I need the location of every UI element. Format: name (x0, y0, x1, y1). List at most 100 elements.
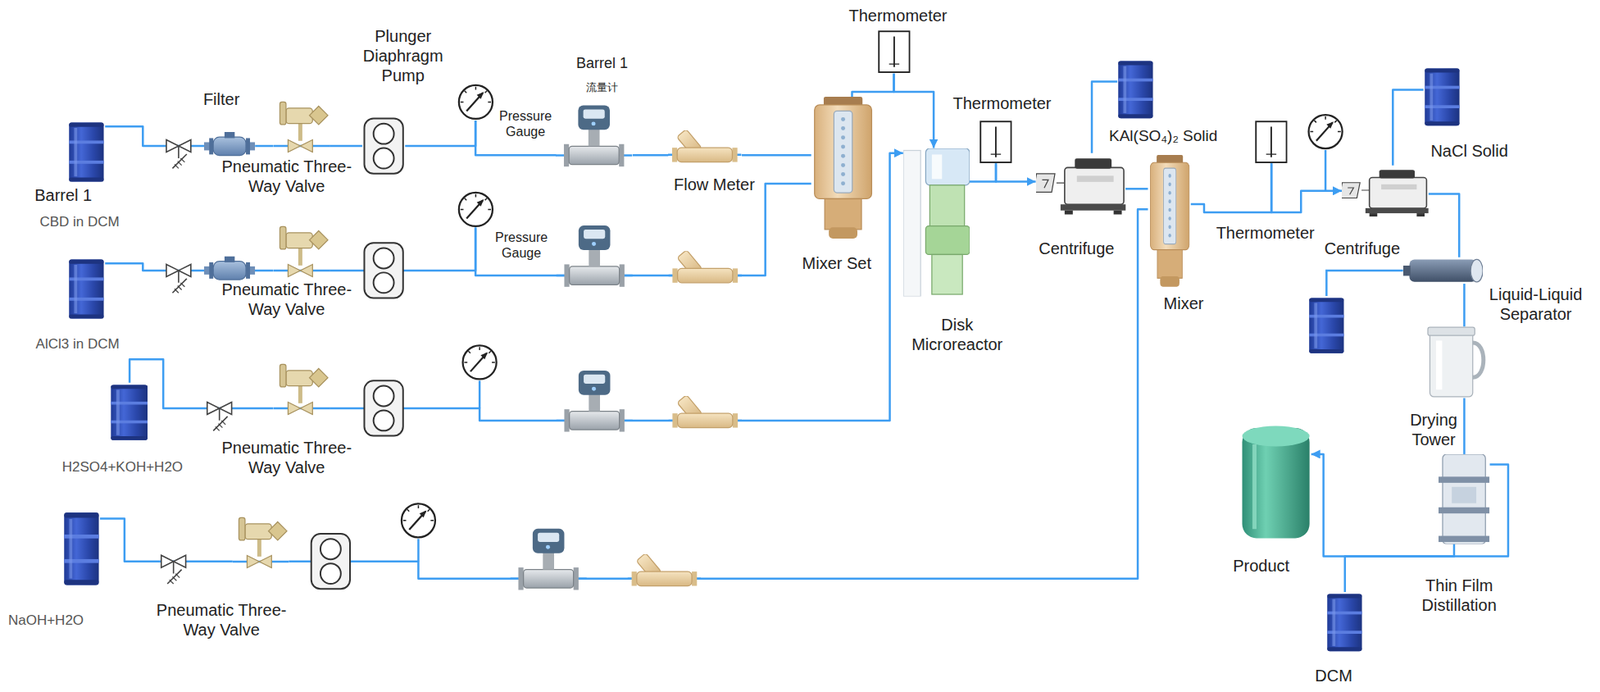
equipment-shape (1241, 425, 1310, 538)
equipment-shape (668, 129, 742, 163)
pipe-connector (995, 163, 1037, 182)
equipment-icon (1403, 257, 1483, 284)
pipe-connector (741, 154, 812, 157)
equipment-label: Pressure Gauge (490, 229, 553, 261)
spin-unit: Centrifuge (1036, 153, 1127, 215)
equipment-shape (1403, 259, 1483, 282)
equipment-shape (1255, 121, 1287, 163)
y-type-strainer (668, 395, 742, 428)
equipment-label: NaOH+H2O (8, 612, 84, 629)
equipment-icon (273, 362, 330, 416)
equipment-label: 流量计 (586, 81, 619, 95)
flowmeter-unit (555, 370, 632, 432)
pipe-connector (100, 518, 233, 561)
equipment-icon (877, 30, 911, 73)
equipment-icon (362, 116, 405, 176)
equipment-shape (63, 513, 99, 586)
equipment-shape (232, 517, 289, 568)
mixing-vessel: Mixer Set (811, 96, 875, 240)
equipment-shape (813, 96, 872, 239)
equipment-shape (980, 121, 1011, 163)
equipment-icon (1438, 454, 1490, 545)
pipe (1326, 270, 1403, 296)
mixing-tank: Mixer (1148, 154, 1191, 288)
flowmeter-unit (555, 225, 632, 287)
y-type-strainer (627, 552, 702, 586)
inline-strainer (204, 255, 255, 280)
pipe (417, 538, 419, 561)
equipment-label: Pneumatic Three-Way Valve (213, 437, 361, 478)
equipment-label: Centrifuge (1324, 238, 1400, 259)
evaporator-unit: Thin Film Distillation (1438, 454, 1490, 545)
equipment-shape (878, 31, 910, 73)
phase-separator: Liquid-Liquid Separator (1403, 257, 1483, 284)
pump-unit: Plunger Diaphragm Pump (362, 116, 405, 176)
pipe-connector (894, 73, 935, 149)
equipment-label: Mixer Set (802, 253, 872, 273)
hand-valve (166, 263, 191, 293)
solids-drum: KAl(SO₄)₂ Solid (1117, 59, 1155, 121)
equipment-icon (273, 224, 330, 278)
equipment-shape (1339, 169, 1429, 217)
equipment-label: NaCl Solid (1430, 140, 1508, 161)
pipe-connector (329, 145, 363, 148)
equipment-shape (1118, 61, 1153, 119)
barrel-drum: NaOH+H2O (63, 509, 100, 588)
equipment-label: Product (1232, 555, 1290, 576)
equipment-shape (69, 122, 105, 182)
pipe-connector (1125, 187, 1148, 191)
pipe-connector (1311, 454, 1509, 556)
equipment-label: Pneumatic Three-Way Valve (213, 279, 361, 319)
pump-unit (363, 380, 403, 436)
equipment-label: Pneumatic Three-Way Valve (213, 156, 361, 196)
barrel-drum: H2SO4+KOH+H2O (109, 382, 149, 442)
equipment-label: AlCl3 in DCM (36, 335, 120, 352)
equipment-label: Thermometer (952, 93, 1051, 114)
pipe-connector (1463, 283, 1466, 327)
pipe-connector (1392, 90, 1423, 166)
pump-unit (311, 533, 350, 589)
gauge-dial (1309, 114, 1343, 149)
pipe-connector (1463, 398, 1466, 455)
equipment-icon (1148, 154, 1191, 288)
equipment-shape (459, 85, 493, 119)
equipment-label: Drying Tower (1404, 409, 1463, 450)
equipment-icon (979, 120, 1013, 164)
equipment-label: Plunger Diaphragm Pump (358, 26, 449, 86)
equipment-icon (811, 96, 875, 240)
flowmeter-unit (509, 528, 587, 591)
equipment-icon (1423, 66, 1461, 128)
hand-valve (161, 554, 187, 584)
equipment-icon (903, 148, 970, 297)
equipment-icon (1341, 165, 1429, 217)
equipment-shape (273, 101, 330, 152)
temp-sensor: Thermometer (979, 120, 1013, 164)
equipment-shape (1438, 454, 1490, 545)
equipment-icon (273, 100, 330, 154)
equipment-icon (1240, 423, 1312, 541)
equipment-shape (459, 192, 493, 227)
pipe-connector (632, 154, 669, 157)
reactor-unit: Disk Microreactor (903, 148, 970, 297)
dryer-unit: Drying Tower (1423, 326, 1491, 398)
equipment-label: Mixer (1163, 293, 1205, 314)
gauge-dial: Pressure Gauge (457, 83, 495, 121)
actuated-valve: Pneumatic Three-Way Valve (232, 515, 289, 569)
hand-valve (207, 401, 232, 431)
equipment-label: Barrel 1 (576, 55, 628, 74)
equipment-label: Pressure Gauge (495, 107, 557, 139)
temp-sensor: Thermometer (1254, 120, 1288, 164)
equipment-icon (1423, 326, 1491, 398)
equipment-label: Liquid-Liquid Separator (1482, 284, 1590, 324)
equipment-shape (273, 363, 330, 414)
equipment-icon (109, 382, 149, 442)
equipment-icon (457, 83, 495, 121)
equipment-shape (1427, 327, 1484, 398)
equipment-icon (1117, 59, 1155, 121)
equipment-shape (1150, 154, 1189, 287)
equipment-icon (1036, 153, 1127, 215)
flowmeter-unit: Barrel 1流量计 (555, 99, 632, 176)
